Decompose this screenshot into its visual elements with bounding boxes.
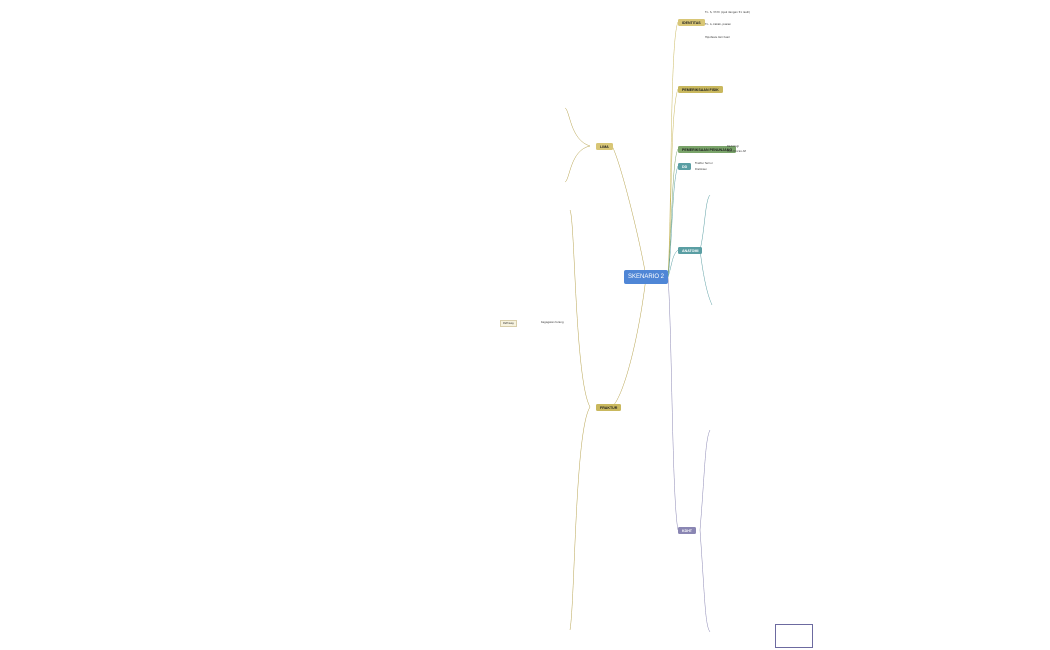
identitas-item-1: Tn. S, 33 th (ojek dengan 51 rasih) bbox=[705, 10, 751, 14]
branch-fraktur[interactable]: FRAKTUR bbox=[596, 404, 622, 411]
branch-lima[interactable]: LIMA bbox=[596, 143, 613, 150]
branch-kdht[interactable]: KDHT bbox=[678, 527, 696, 534]
branch-identitas[interactable]: IDENTITAS bbox=[678, 19, 705, 26]
root-label: SKENARIO 2 bbox=[627, 274, 664, 280]
penunjang-item-1: Radiologi bbox=[727, 144, 739, 148]
pathway-node[interactable]: Pathway bbox=[500, 320, 517, 327]
branch-dd-label: DD bbox=[682, 164, 688, 169]
branch-lima-label: LIMA bbox=[600, 144, 609, 149]
pathway-label: Pathway bbox=[503, 322, 514, 325]
branch-identitas-label: IDENTITAS bbox=[682, 20, 701, 25]
branch-anatomi-label: ANATOMI bbox=[682, 248, 699, 253]
identitas-item-2: Tn. A, kakak, pasien bbox=[705, 22, 732, 26]
penunjang-item-2: Foto thorax AP bbox=[727, 149, 747, 153]
branch-kdht-label: KDHT bbox=[682, 528, 692, 533]
branch-dd[interactable]: DD bbox=[678, 163, 692, 170]
note-callout bbox=[775, 624, 813, 648]
branch-anatomi[interactable]: ANATOMI bbox=[678, 247, 703, 254]
branch-pemeriksaan-fisik-label: PEMERIKSAAN FISIK bbox=[682, 87, 719, 92]
root-node[interactable]: SKENARIO 2 bbox=[624, 270, 668, 284]
branch-fraktur-label: FRAKTUR bbox=[600, 405, 618, 410]
dd-item-2: Dislokasi bbox=[695, 167, 707, 171]
pathway-item-1: Kegagalan tulang bbox=[541, 320, 564, 324]
identitas-item-3: Hipotesis dari hasil bbox=[705, 35, 730, 39]
branch-pemeriksaan-penunjang-label: PEMERIKSAAN PENUNJANG bbox=[682, 147, 733, 152]
branch-pemeriksaan-fisik[interactable]: PEMERIKSAAN FISIK bbox=[678, 86, 723, 93]
dd-item-1: Fraktur femur bbox=[695, 161, 713, 165]
branch-pemeriksaan-penunjang[interactable]: PEMERIKSAAN PENUNJANG bbox=[678, 146, 737, 153]
